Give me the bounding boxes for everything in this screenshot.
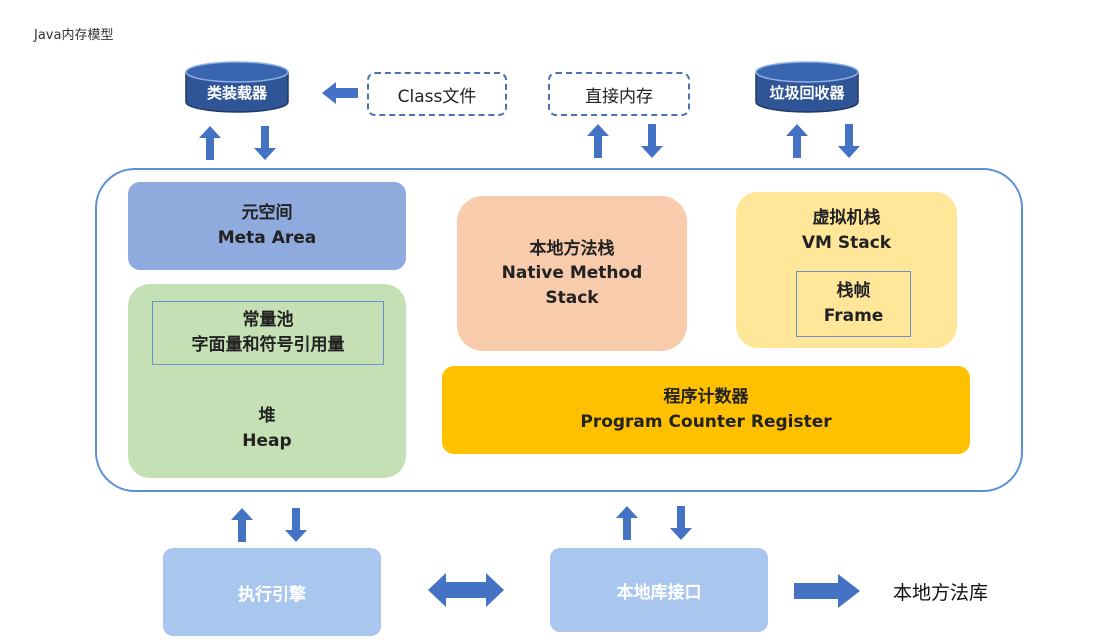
- down-arrow-icon: [670, 506, 692, 540]
- cylinder-shape: [185, 61, 289, 113]
- up-arrow-icon: [786, 124, 808, 158]
- class-loader-node: 类装载器: [182, 58, 292, 116]
- meta-area-box: 元空间 Meta Area: [128, 182, 406, 270]
- cylinder-shape: [755, 61, 859, 113]
- down-arrow-icon: [641, 124, 663, 158]
- down-arrow-icon: [838, 124, 860, 158]
- native-stack-en-line1: Native Method: [501, 263, 643, 284]
- native-stack-cn: 本地方法栈: [529, 238, 615, 259]
- constant-pool-subtitle: 字面量和符号引用量: [191, 335, 345, 355]
- down-arrow-icon: [285, 508, 307, 542]
- heap-label: 堆 Heap: [128, 404, 406, 453]
- class-file-box: Class文件: [367, 72, 507, 116]
- meta-area-cn: 元空间: [241, 203, 293, 224]
- frame-en: Frame: [823, 306, 884, 326]
- up-arrow-icon: [199, 126, 221, 160]
- program-counter-cn: 程序计数器: [663, 387, 749, 408]
- native-interface-box: 本地库接口: [550, 548, 768, 632]
- native-stack-en-line2: Stack: [545, 287, 599, 308]
- right-arrow-icon: [794, 574, 860, 608]
- up-arrow-icon: [587, 124, 609, 158]
- frame-box: 栈帧 Frame: [796, 271, 911, 337]
- down-arrow-icon: [254, 126, 276, 160]
- runtime-data-area-frame: [95, 168, 1023, 492]
- execution-engine-box: 执行引擎: [163, 548, 381, 636]
- native-method-stack-box: 本地方法栈 Native Method Stack: [457, 196, 687, 351]
- constant-pool-box: 常量池 字面量和符号引用量: [152, 301, 384, 365]
- class-loader-label: 类装载器: [206, 84, 267, 102]
- garbage-collector-node: 垃圾回收器: [752, 58, 862, 116]
- native-library-label: 本地方法库: [893, 582, 989, 604]
- left-arrow-icon: [322, 82, 358, 104]
- heap-en: Heap: [242, 430, 292, 451]
- vm-stack-en: VM Stack: [801, 232, 892, 253]
- program-counter-en: Program Counter Register: [580, 412, 832, 432]
- double-arrow-icon: [428, 573, 504, 607]
- program-counter-box: 程序计数器 Program Counter Register: [442, 366, 970, 454]
- vm-stack-cn: 虚拟机栈: [812, 208, 881, 228]
- garbage-collector-label: 垃圾回收器: [769, 84, 845, 102]
- vm-stack-title: 虚拟机栈 VM Stack: [736, 206, 957, 255]
- up-arrow-icon: [616, 506, 638, 540]
- up-arrow-icon: [231, 508, 253, 542]
- heap-cn: 堆: [258, 406, 276, 426]
- frame-cn: 栈帧: [836, 281, 871, 302]
- constant-pool-title: 常量池: [242, 310, 294, 331]
- direct-memory-box: 直接内存: [548, 72, 690, 116]
- meta-area-en: Meta Area: [217, 228, 317, 248]
- page-title: Java内存模型: [34, 28, 114, 43]
